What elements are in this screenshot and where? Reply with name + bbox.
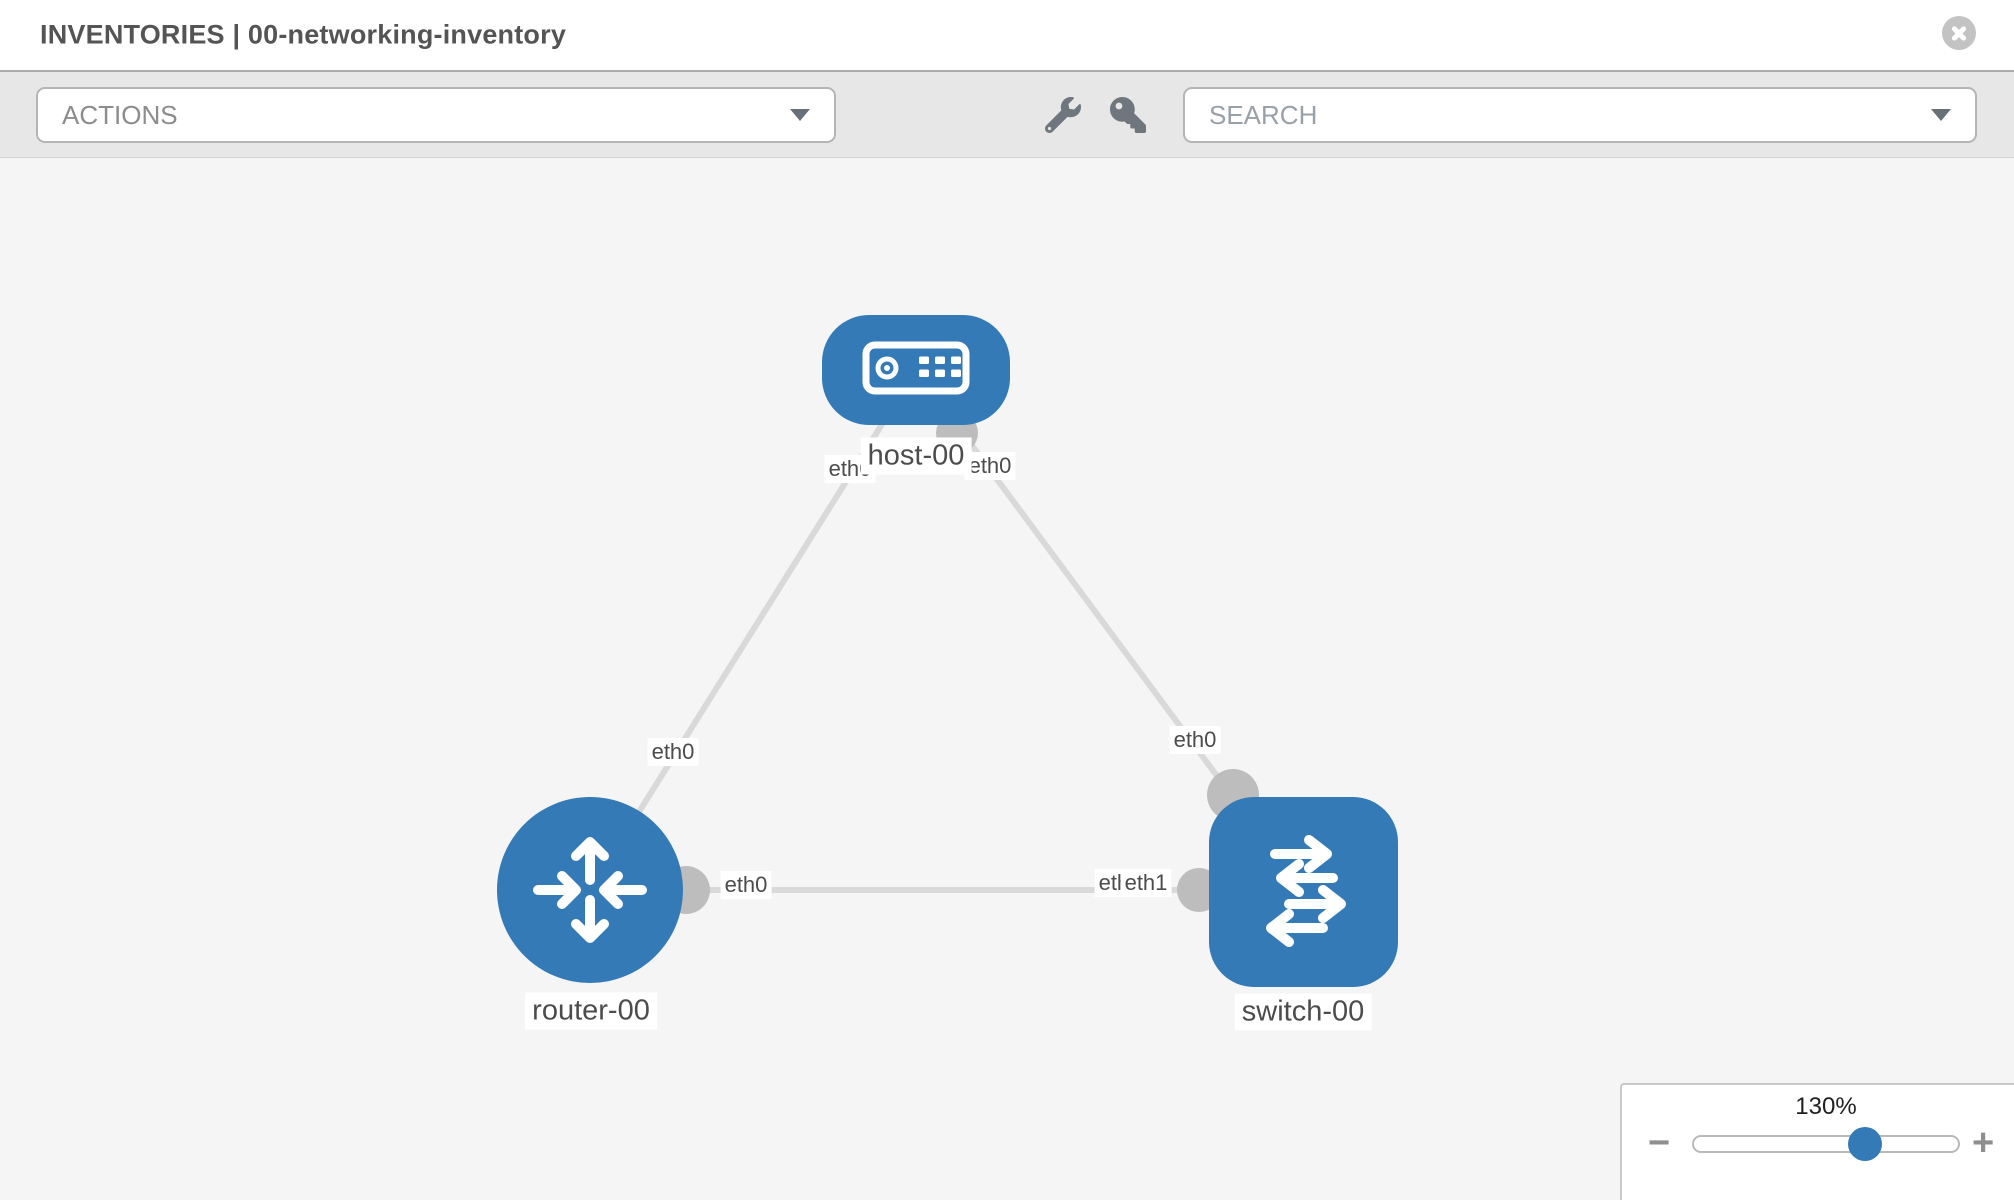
- zoom-slider-track[interactable]: [1692, 1135, 1960, 1153]
- host-node-shape: [822, 315, 1010, 425]
- interface-label-host-eth0-to-switch: eth0: [964, 452, 1016, 480]
- credentials-button[interactable]: [1110, 97, 1146, 133]
- interface-label-router-eth0-to-host: eth0: [647, 738, 699, 766]
- topology-canvas[interactable]: [0, 158, 2014, 1200]
- actions-dropdown-value: ACTIONS: [62, 99, 178, 130]
- link-endpoints-layer: [662, 412, 1259, 914]
- node-label-host-00: host-00: [860, 437, 972, 475]
- zoom-out-button[interactable]: −: [1648, 1122, 1671, 1164]
- toolbar: ACTIONS SEARCH: [0, 72, 2014, 158]
- search-dropdown[interactable]: SEARCH: [1183, 87, 1977, 143]
- chevron-down-icon: [790, 109, 810, 121]
- node-host-00[interactable]: [822, 315, 1010, 425]
- zoom-slider-thumb[interactable]: [1848, 1127, 1882, 1161]
- node-label-switch-00: switch-00: [1234, 993, 1372, 1031]
- node-label-router-00: router-00: [525, 992, 657, 1030]
- interface-label-switch-eth1: eth1: [1120, 869, 1172, 897]
- search-dropdown-value: SEARCH: [1209, 99, 1318, 130]
- node-switch-00[interactable]: [1209, 797, 1398, 987]
- panel-header: INVENTORIES | 00-networking-inventory: [0, 0, 2014, 72]
- close-icon[interactable]: [1942, 16, 1976, 50]
- actions-dropdown[interactable]: ACTIONS: [36, 87, 836, 143]
- router-arrows-icon: [533, 837, 647, 943]
- wrench-icon: [1044, 97, 1081, 134]
- zoom-level-value: 130%: [1795, 1093, 1857, 1120]
- interface-label-switch-eth0: eth0: [1169, 726, 1221, 754]
- page-title: INVENTORIES | 00-networking-inventory: [40, 19, 567, 50]
- zoom-in-button[interactable]: +: [1972, 1122, 1995, 1164]
- configure-tools-button[interactable]: [1044, 97, 1081, 134]
- chevron-down-icon: [1931, 109, 1951, 121]
- interface-label-router-eth0-to-switch: eth0: [720, 871, 772, 899]
- router-node-shape: [497, 797, 683, 983]
- switch-arrows-icon: [1266, 835, 1346, 947]
- zoom-control-panel: 130% − +: [1620, 1083, 2014, 1200]
- host-device-icon: [862, 341, 970, 395]
- node-router-00[interactable]: [497, 797, 683, 983]
- key-icon: [1110, 97, 1146, 133]
